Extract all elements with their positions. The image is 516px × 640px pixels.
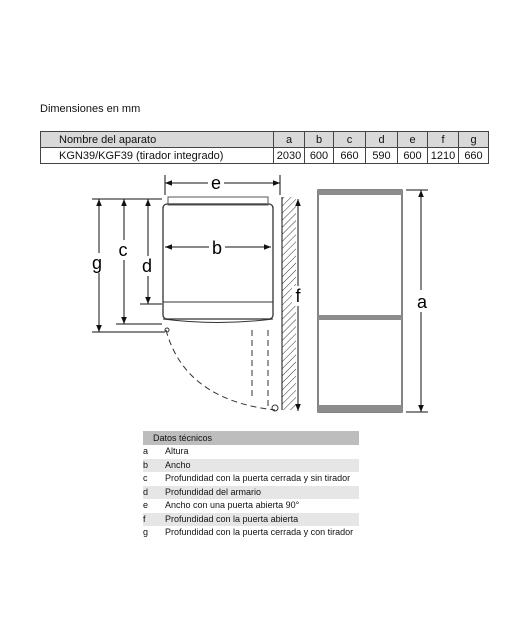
table-header-row: Nombre del aparato a b c d e f g (40, 131, 489, 148)
label-e: e (211, 173, 221, 193)
name-header: Nombre del aparato (40, 131, 274, 148)
top-view-cabinet (162, 196, 274, 333)
legend-key: f (143, 513, 146, 524)
front-view-fridge (317, 189, 403, 413)
col-a-header: a (273, 131, 305, 148)
legend-key: a (143, 446, 149, 456)
legend-text: Ancho con una puerta abierta 90° (165, 500, 300, 510)
table-row: KGN39/KGF39 (tirador integrado) 2030 600… (40, 147, 489, 164)
label-f: f (295, 286, 301, 306)
col-c-header: c (333, 131, 366, 148)
dimensions-caption: Dimensiones en mm (40, 103, 141, 115)
legend-key: e (143, 500, 149, 510)
list-item: d Profundidad del armario (143, 485, 359, 499)
value-g: 660 (458, 147, 489, 164)
legend-key: g (143, 527, 149, 537)
col-g-header: g (458, 131, 489, 148)
col-f-header: f (427, 131, 459, 148)
label-d: d (142, 256, 152, 276)
label-c: c (119, 240, 128, 260)
list-item: g Profundidad con la puerta cerrada y co… (143, 526, 359, 540)
legend-text: Profundidad con la puerta cerrada y con … (165, 527, 354, 537)
legend-text: Profundidad con la puerta cerrada y sin … (165, 473, 351, 483)
list-item: c Profundidad con la puerta cerrada y si… (143, 472, 359, 486)
model-name: KGN39/KGF39 (tirador integrado) (40, 147, 274, 164)
col-e-header: e (397, 131, 428, 148)
list-item: e Ancho con una puerta abierta 90° (143, 499, 359, 513)
legend-text: Profundidad con la puerta abierta (165, 513, 299, 524)
value-e: 600 (397, 147, 428, 164)
door-swing (165, 329, 279, 412)
wall (281, 197, 296, 410)
label-b: b (212, 238, 222, 258)
label-a: a (417, 292, 428, 312)
col-b-header: b (304, 131, 334, 148)
legend-header: Datos técnicos (143, 431, 359, 445)
list-item: f Profundidad con la puerta abierta (143, 512, 359, 526)
dimensions-table: Nombre del aparato a b c d e f g KGN39/K… (40, 131, 489, 164)
list-item: a Altura (143, 445, 359, 459)
label-g: g (92, 253, 102, 273)
legend-text: Profundidad del armario (165, 486, 262, 497)
list-item: b Ancho (143, 458, 359, 472)
dimension-drawing: e b g c d f a (89, 172, 431, 413)
technical-data-legend: Datos técnicos a Altura b Ancho c Profun… (143, 431, 359, 540)
legend-key: b (143, 459, 149, 470)
legend-key: c (143, 473, 148, 483)
legend-text: Altura (165, 446, 189, 456)
value-f: 1210 (427, 147, 459, 164)
legend-text: Ancho (165, 459, 191, 470)
col-d-header: d (365, 131, 398, 148)
value-c: 660 (333, 147, 366, 164)
value-b: 600 (304, 147, 334, 164)
legend-key: d (143, 486, 149, 497)
